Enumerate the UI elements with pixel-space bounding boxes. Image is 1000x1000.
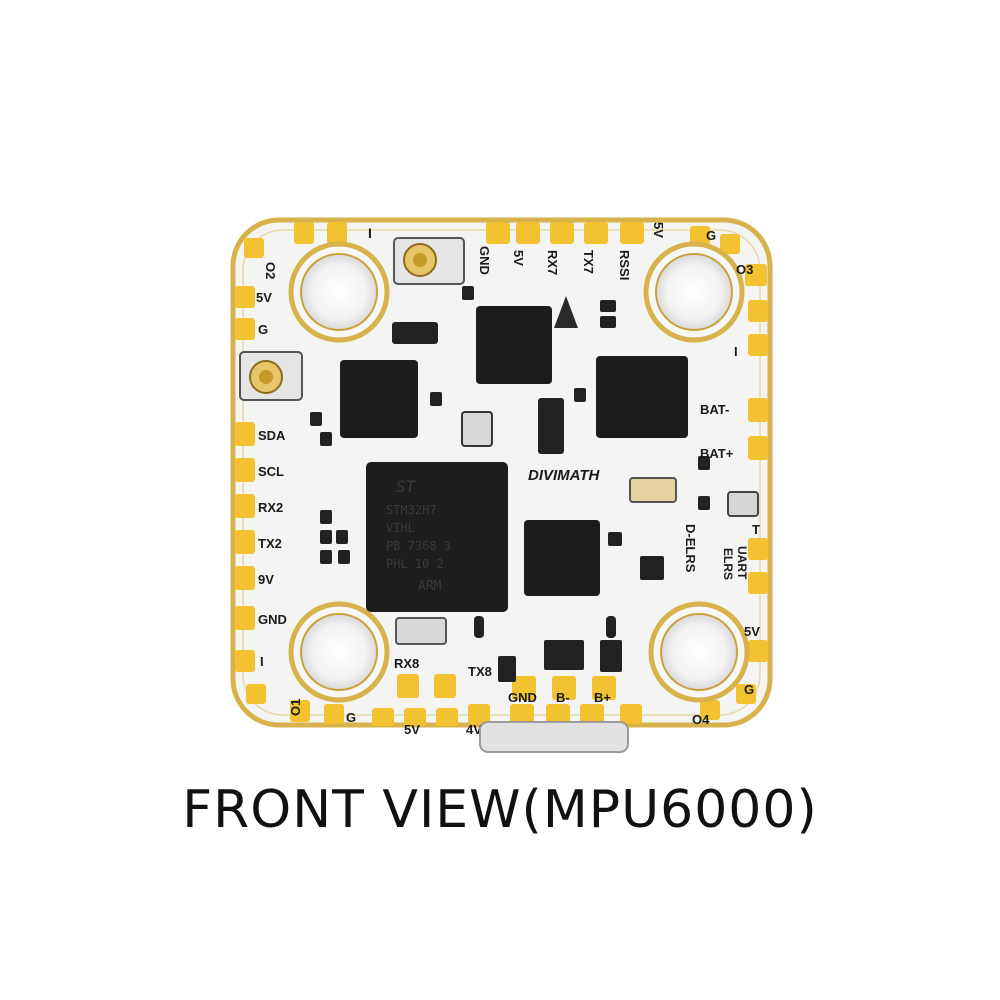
label-o2: O2	[263, 262, 278, 279]
label-o3: O3	[736, 262, 753, 277]
label-i-right: I	[734, 344, 738, 359]
label-g-bottom-left: G	[346, 710, 356, 725]
label-9v: 9V	[258, 572, 274, 587]
left-edge-pads	[235, 238, 266, 704]
mounting-hole-bottom-left	[288, 601, 390, 703]
antenna-connector-left	[239, 351, 303, 401]
label-g-left: G	[258, 322, 268, 337]
chip-left	[340, 360, 418, 438]
label-rx8: RX8	[394, 656, 419, 671]
label-bat-plus: BAT+	[700, 446, 734, 461]
label-5v-bottom: 5V	[404, 722, 420, 737]
antenna-connector-top	[393, 237, 465, 285]
label-gnd-top: GND	[477, 246, 492, 275]
mcu-logo: ST	[396, 477, 417, 496]
label-b-plus: B+	[594, 690, 611, 705]
brand-logo: DIVIMATH	[528, 467, 601, 484]
mcu-line2: VIHL	[386, 521, 415, 535]
label-tx2: TX2	[258, 536, 282, 551]
passive-components	[310, 286, 759, 682]
label-scl: SCL	[258, 464, 284, 479]
label-5v-right: 5V	[744, 624, 760, 639]
mounting-hole-top-left	[288, 241, 390, 343]
mounting-hole-bottom-right	[648, 601, 750, 703]
chip-top-center	[476, 306, 552, 384]
label-top-i: I	[368, 225, 372, 241]
label-gnd-left: GND	[258, 612, 287, 627]
label-rx2: RX2	[258, 500, 283, 515]
label-5v-left: 5V	[256, 290, 272, 305]
label-g-top-right: G	[706, 228, 716, 243]
label-o4: O4	[692, 712, 710, 727]
label-sda: SDA	[258, 428, 286, 443]
label-tx7: TX7	[581, 250, 596, 274]
mcu-line4: PHL 10 2	[386, 557, 444, 571]
mcu-line3: PB 7368 3	[386, 539, 451, 553]
top-edge-pads	[294, 222, 740, 254]
chip-right-receiver	[596, 356, 688, 438]
label-uart: UART	[735, 546, 749, 580]
label-g-bottom-right: G	[744, 682, 754, 697]
usb-c-connector	[479, 721, 629, 753]
caption-title: FRONT VIEW(MPU6000)	[182, 780, 818, 840]
mounting-hole-top-right	[643, 241, 745, 343]
label-5v-top: 5V	[511, 250, 526, 266]
mcu-markings: ST STM32H7 VIHL PB 7368 3 PHL 10 2 ARM	[386, 477, 451, 594]
orientation-arrow-icon	[554, 296, 578, 328]
label-o1: O1	[288, 699, 303, 716]
right-edge-pads	[736, 264, 768, 704]
label-rx7: RX7	[545, 250, 560, 275]
label-elrs: ELRS	[721, 548, 735, 580]
mcu-line1: STM32H7	[386, 503, 437, 517]
label-bat-minus: BAT-	[700, 402, 729, 417]
label-tx8: TX8	[468, 664, 492, 679]
label-t-right: T	[752, 522, 760, 537]
chip-mpu6000	[524, 520, 600, 596]
label-rssi: RSSI	[617, 250, 632, 280]
mcu-chip	[366, 462, 508, 612]
label-d-elrs: D-ELRS	[683, 524, 698, 573]
label-b-minus: B-	[556, 690, 570, 705]
label-gnd-bottom: GND	[508, 690, 537, 705]
label-i-bottom-left: I	[260, 654, 264, 669]
inner-solder-pads	[397, 674, 616, 700]
mcu-arm: ARM	[418, 579, 442, 594]
bottom-edge-pads	[290, 700, 720, 726]
label-5v-top-right: 5V	[651, 222, 666, 238]
